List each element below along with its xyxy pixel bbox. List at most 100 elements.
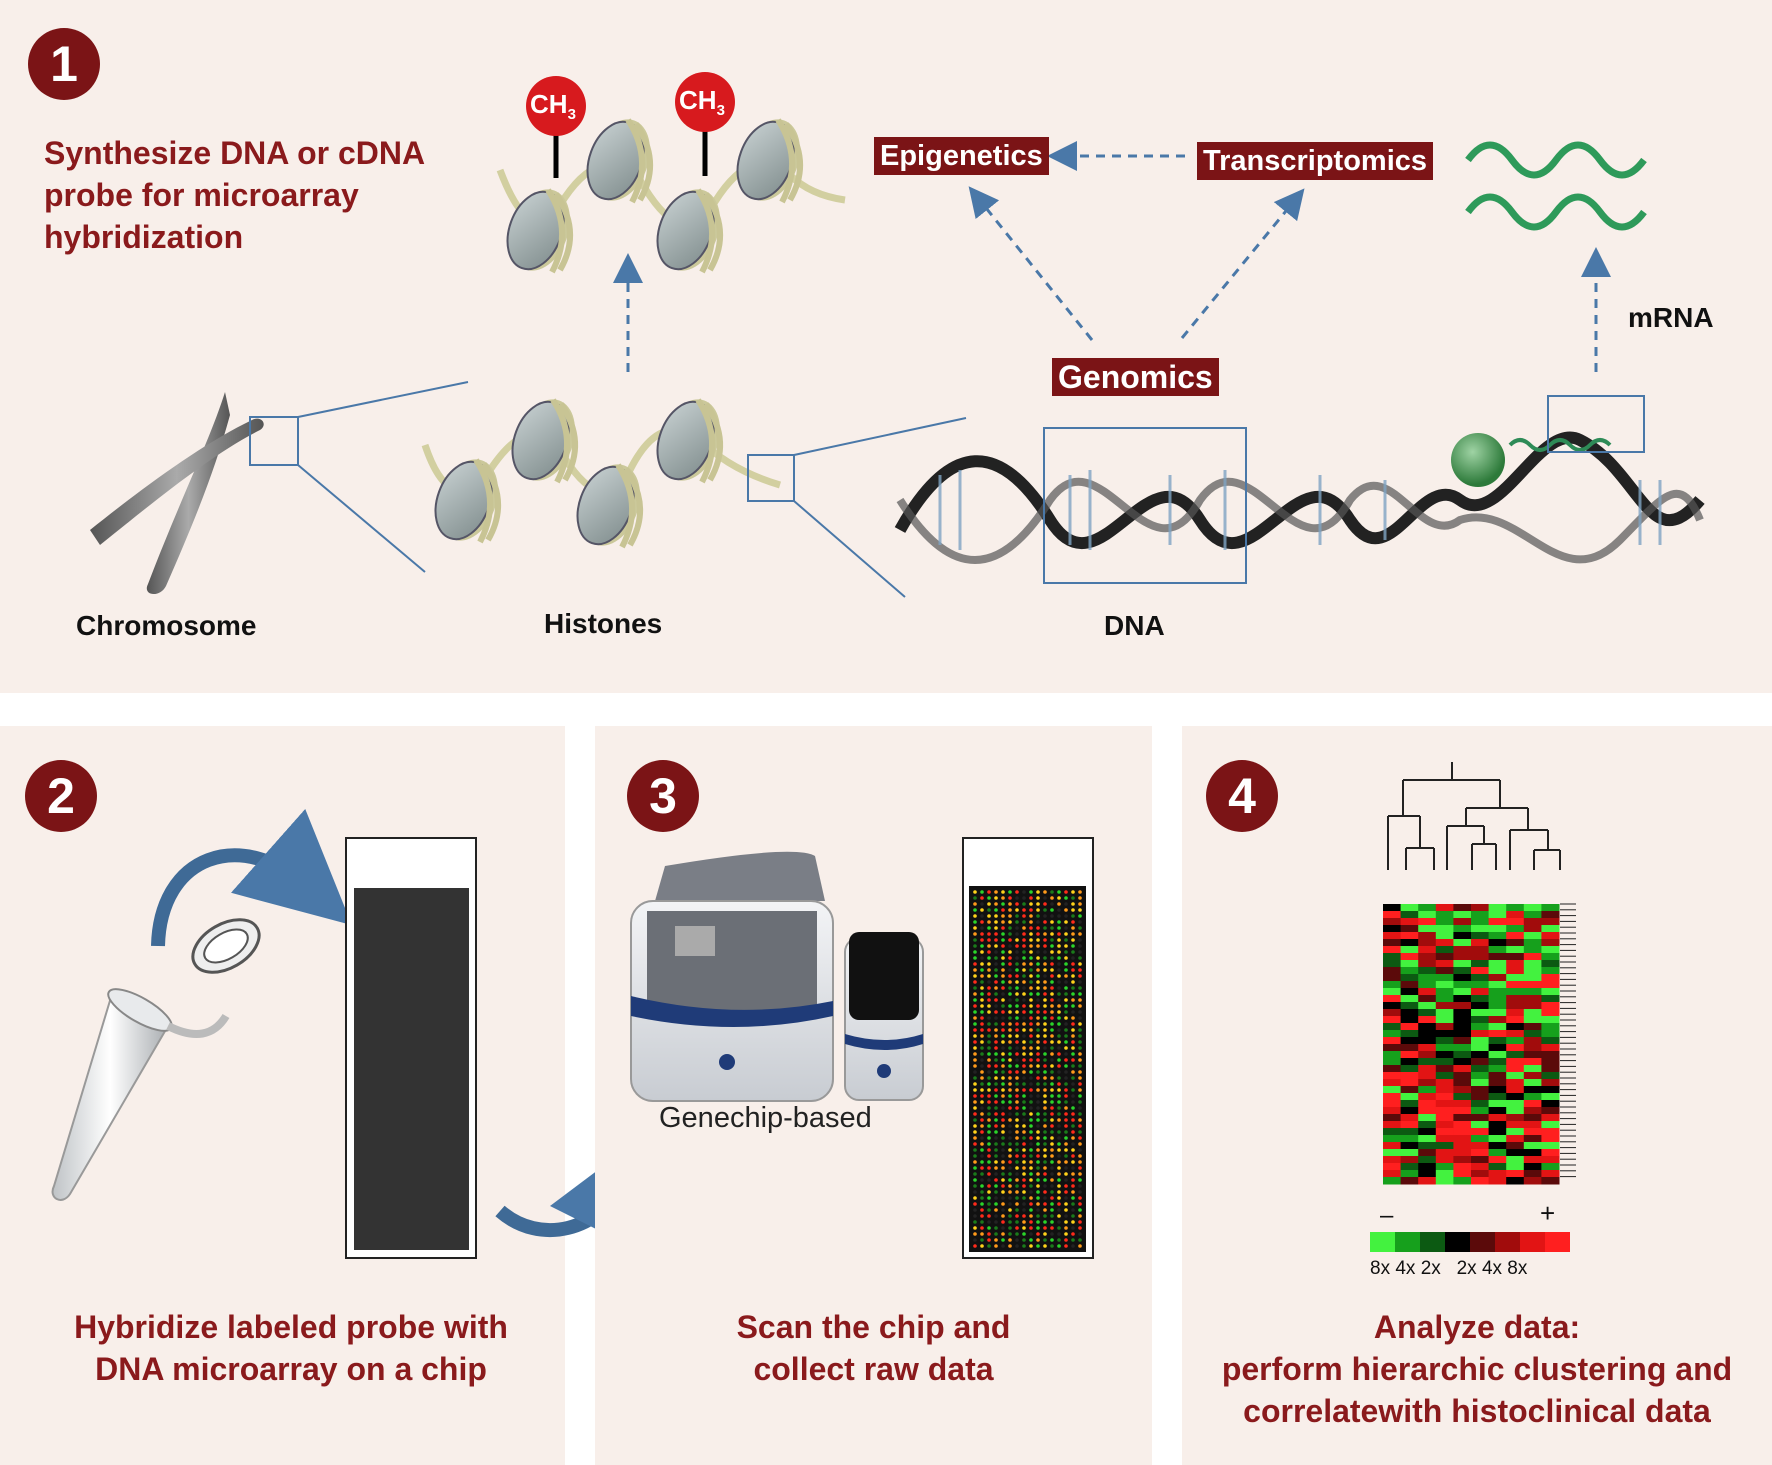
microarray-spot [1001, 998, 1005, 1002]
heatmap-cell [1541, 1037, 1560, 1045]
heatmap-cell [1471, 1149, 1490, 1157]
microarray-spot [1043, 944, 1047, 948]
microarray-spot [987, 1088, 991, 1092]
microarray-spot [1050, 920, 1054, 924]
legend-swatch [1445, 1232, 1470, 1252]
microarray-spot [1029, 890, 1033, 894]
microarray-spot [1022, 1016, 1026, 1020]
microarray-spot [973, 1136, 977, 1140]
microarray-spot [1015, 968, 1019, 972]
microarray-spot [1050, 950, 1054, 954]
microarray-spot [980, 974, 984, 978]
microarray-spot [1050, 1232, 1054, 1236]
heatmap-cell [1418, 1170, 1437, 1178]
heatmap-cell [1471, 1051, 1490, 1059]
heatmap-cell [1453, 925, 1472, 933]
heatmap-cell [1488, 960, 1507, 968]
heatmap-cell [1435, 1065, 1454, 1073]
microarray-spot [1071, 1106, 1075, 1110]
heatmap-cell [1471, 1079, 1490, 1087]
heatmap-cell [1506, 1128, 1525, 1136]
microarray-spot [1029, 1172, 1033, 1176]
microarray-spot [1015, 1106, 1019, 1110]
heatmap-cell [1383, 1177, 1402, 1185]
heatmap-cell [1523, 1114, 1542, 1122]
microarray-spot [1001, 1046, 1005, 1050]
microarray-spot [1078, 1010, 1082, 1014]
microarray-spot [1015, 908, 1019, 912]
microarray-spot [987, 1010, 991, 1014]
heatmap-cell [1453, 1135, 1472, 1143]
heatmap-cell [1435, 904, 1454, 912]
microarray-spot [980, 1094, 984, 1098]
heatmap-cell [1506, 1114, 1525, 1122]
heatmap-cell [1383, 1044, 1402, 1052]
microarray-spot [1078, 1106, 1082, 1110]
microarray-spot [994, 1100, 998, 1104]
microarray-spot [1071, 1238, 1075, 1242]
microarray-spot [1036, 932, 1040, 936]
microarray-spot [1036, 1172, 1040, 1176]
microarray-spot [1064, 1196, 1068, 1200]
microarray-spot [1022, 902, 1026, 906]
microarray-spot [1078, 1094, 1082, 1098]
microarray-spot [994, 1208, 998, 1212]
legend-minus: – [1380, 1202, 1394, 1229]
microarray-spot [1057, 1208, 1061, 1212]
microarray-spot [987, 1214, 991, 1218]
heatmap-cell [1541, 1107, 1560, 1115]
microarray-spot [1022, 1058, 1026, 1062]
heatmap-cell [1541, 1030, 1560, 1038]
heatmap-cell [1541, 1009, 1560, 1017]
microarray-spot [1071, 1226, 1075, 1230]
heatmap-cell [1488, 1163, 1507, 1171]
microarray-spot [994, 1232, 998, 1236]
microarray-spot [987, 1184, 991, 1188]
heatmap-cell [1418, 1002, 1437, 1010]
heatmap-cell [1435, 953, 1454, 961]
microarray-spot [1022, 1226, 1026, 1230]
microarray-spot [980, 1112, 984, 1116]
microarray-spot [1015, 1148, 1019, 1152]
microarray-spot [1022, 1160, 1026, 1164]
heatmap-cell [1471, 1072, 1490, 1080]
heatmap-cell [1400, 1149, 1419, 1157]
microarray-spot [1022, 1088, 1026, 1092]
microarray-spot [994, 944, 998, 948]
microarray-spot [1050, 1034, 1054, 1038]
microarray-spot [987, 1124, 991, 1128]
microarray-spot [994, 992, 998, 996]
panel-3-illustration [630, 837, 1094, 1259]
heatmap-cell [1418, 925, 1437, 933]
microarray-spot [1015, 980, 1019, 984]
microarray-spot [1043, 1094, 1047, 1098]
microarray-spot [973, 1046, 977, 1050]
microarray-spot [1064, 902, 1068, 906]
microarray-spot [1071, 1058, 1075, 1062]
heatmap-cell [1523, 981, 1542, 989]
microarray-spot [1029, 896, 1033, 900]
mrna-strands-icon [1465, 141, 1647, 231]
microarray-spot [1057, 1184, 1061, 1188]
microarray-spot [987, 1220, 991, 1224]
microarray-spot [1008, 938, 1012, 942]
microarray-spot [1036, 902, 1040, 906]
microarray-spot [1008, 926, 1012, 930]
microarray-spot [994, 1082, 998, 1086]
heatmap-cell [1523, 1072, 1542, 1080]
heatmap-cell [1541, 1058, 1560, 1066]
microarray-spot [1057, 1088, 1061, 1092]
microarray-spot [1071, 1016, 1075, 1020]
microarray-spot [973, 1070, 977, 1074]
heatmap-cell [1471, 981, 1490, 989]
legend-plus: + [1540, 1198, 1556, 1228]
heatmap-cell [1418, 1100, 1437, 1108]
microarray-spot [1043, 998, 1047, 1002]
microarray-spot [1057, 1154, 1061, 1158]
microarray-spot [1050, 1238, 1054, 1242]
heatmap-cell [1383, 1065, 1402, 1073]
heatmap-cell [1435, 932, 1454, 940]
microarray-spot [1078, 962, 1082, 966]
microarray-spot [1022, 1094, 1026, 1098]
microarray-spot [1071, 962, 1075, 966]
